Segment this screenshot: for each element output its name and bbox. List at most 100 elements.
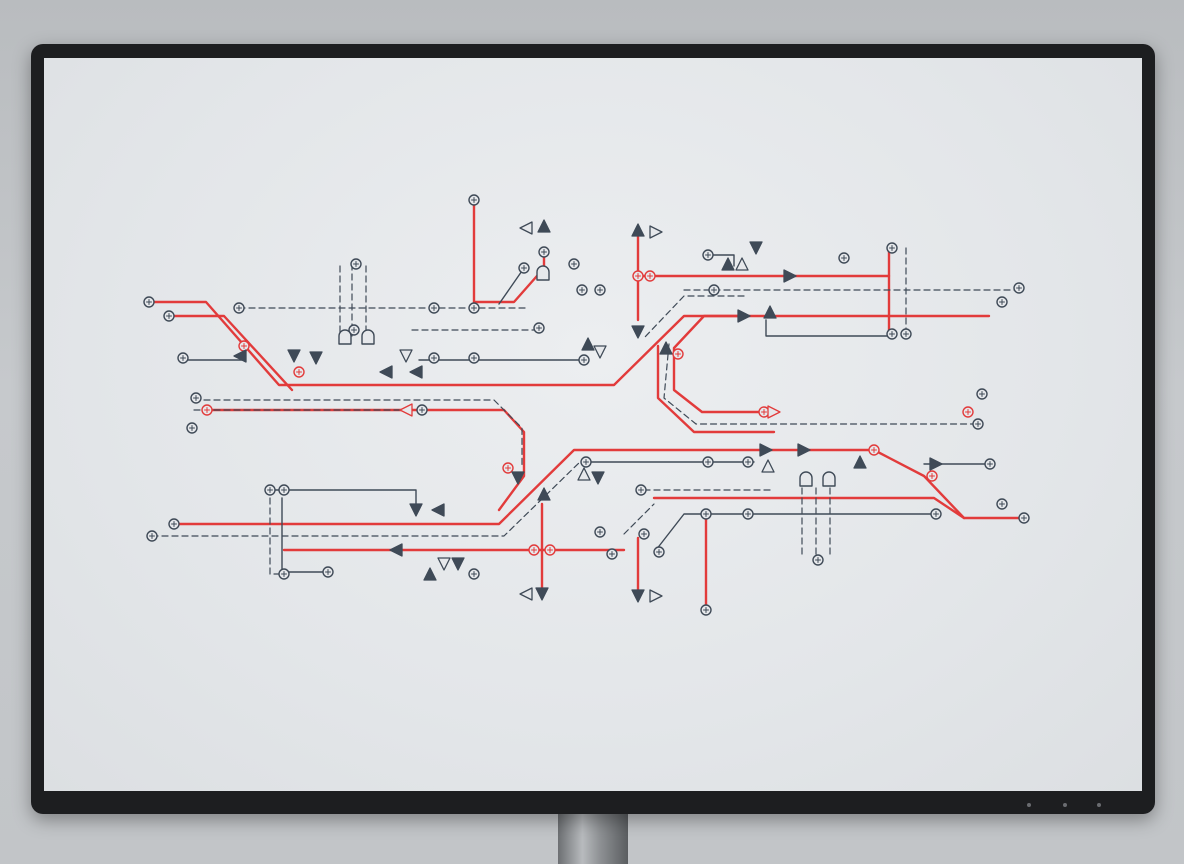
- junction-node-icon: [468, 568, 480, 580]
- junction-node-icon: [930, 508, 942, 520]
- direction-arrow-icon: [309, 351, 323, 365]
- direction-arrow-icon: [631, 325, 645, 339]
- junction-node-icon: [742, 508, 754, 520]
- junction-node-icon: [700, 508, 712, 520]
- circuit-diagram: [143, 194, 1030, 616]
- junction-node-icon: [163, 310, 175, 322]
- direction-arrow-icon: [797, 443, 811, 457]
- junction-node-icon: [900, 328, 912, 340]
- junction-node-icon: [972, 418, 984, 430]
- valve-icon: [799, 471, 813, 487]
- red-lines: [147, 198, 1026, 612]
- direction-arrow-icon: [519, 221, 533, 235]
- direction-arrow-icon: [511, 471, 525, 485]
- dashed-line-right-upper: [663, 343, 980, 425]
- junction-node-icon: [886, 328, 898, 340]
- junction-node-icon: [638, 528, 650, 540]
- junction-node-icon: [533, 322, 545, 334]
- active-junction-node-icon: [544, 544, 556, 556]
- monitor-bezel: [31, 44, 1155, 814]
- direction-arrows: [233, 219, 943, 603]
- direction-arrow-icon: [287, 349, 301, 363]
- direction-arrow-icon: [399, 349, 413, 363]
- junction-node-icon: [233, 302, 245, 314]
- junction-node-icon: [428, 302, 440, 314]
- slate-line-top-right: [707, 254, 735, 267]
- monitor-screen: [44, 58, 1142, 791]
- status-led: [1063, 803, 1067, 807]
- active-junction-node-icon: [926, 470, 938, 482]
- direction-arrow-icon: [649, 225, 663, 239]
- junction-node-icon: [428, 352, 440, 364]
- junction-node-icon: [700, 604, 712, 616]
- junction-node-icon: [348, 324, 360, 336]
- junction-node-icon: [635, 484, 647, 496]
- direction-arrow-icon: [423, 567, 437, 581]
- junction-node-icon: [1013, 282, 1025, 294]
- dashed-lines: [151, 247, 1020, 575]
- junction-node-icon: [518, 262, 530, 274]
- red-line-right-loop: [656, 344, 776, 434]
- red-line-right-lower: [652, 496, 966, 520]
- active-junction-node-icon: [644, 270, 656, 282]
- junction-node-icon: [177, 352, 189, 364]
- direction-arrow-icon: [737, 309, 751, 323]
- slate-line-right-bracket: [765, 319, 895, 337]
- direction-arrow-icon: [379, 365, 393, 379]
- dashed-line-left-upper: [203, 399, 523, 469]
- junction-node-icon: [996, 498, 1008, 510]
- status-led: [1097, 803, 1101, 807]
- direction-arrow-icon: [763, 305, 777, 319]
- junction-node-icon: [708, 284, 720, 296]
- junction-node-icon: [578, 354, 590, 366]
- direction-arrow-icon: [761, 459, 775, 473]
- junction-node-icon: [146, 530, 158, 542]
- junction-node-icon: [594, 526, 606, 538]
- slate-line-lower-left: [269, 489, 417, 509]
- active-junction-node-icon: [201, 404, 213, 416]
- junction-node-icon: [568, 258, 580, 270]
- direction-arrow-icon: [853, 455, 867, 469]
- slate-line-lower-branch: [655, 513, 935, 551]
- direction-arrow-icon: [659, 341, 673, 355]
- status-led: [1027, 803, 1031, 807]
- dashed-line-vert-right: [801, 487, 831, 559]
- direction-arrow-icon: [233, 349, 247, 363]
- valve-icon: [822, 471, 836, 487]
- dashed-line-lower-mid: [623, 503, 655, 535]
- direction-arrow-icon: [721, 257, 735, 271]
- junction-node-icon: [322, 566, 334, 578]
- direction-arrow-icon: [581, 337, 595, 351]
- junction-node-icon: [976, 388, 988, 400]
- direction-arrow-icon: [735, 257, 749, 271]
- direction-arrow-icon: [649, 589, 663, 603]
- direction-arrow-icon: [537, 219, 551, 233]
- direction-arrow-icon: [519, 587, 533, 601]
- direction-arrow-icon: [631, 589, 645, 603]
- red-line-upper-left-2: [167, 314, 294, 392]
- direction-arrow-icon: [437, 557, 451, 571]
- direction-arrow-icon: [631, 223, 645, 237]
- direction-arrow-icon: [593, 345, 607, 359]
- junction-node-icon: [742, 456, 754, 468]
- active-junction-node-icon: [502, 462, 514, 474]
- junction-node-icon: [984, 458, 996, 470]
- junction-node-icon: [350, 258, 362, 270]
- active-junction-node-icon: [632, 270, 644, 282]
- junction-node-icon: [702, 249, 714, 261]
- dashed-line-left-bottom: [151, 457, 585, 537]
- valve-icon: [536, 265, 550, 281]
- junction-node-icon: [580, 456, 592, 468]
- direction-arrow-icon: [577, 467, 591, 481]
- junction-node-icon: [278, 484, 290, 496]
- red-line-mid-left: [204, 408, 526, 512]
- slate-lines: [183, 254, 990, 575]
- direction-arrow-icon: [537, 487, 551, 501]
- dashed-line-vert-left: [339, 263, 367, 337]
- valves: [338, 265, 836, 487]
- junction-node-icon: [468, 302, 480, 314]
- direction-arrow-icon: [749, 241, 763, 255]
- junction-node-icon: [838, 252, 850, 264]
- direction-arrow-icon: [409, 365, 423, 379]
- junction-node-icon: [653, 546, 665, 558]
